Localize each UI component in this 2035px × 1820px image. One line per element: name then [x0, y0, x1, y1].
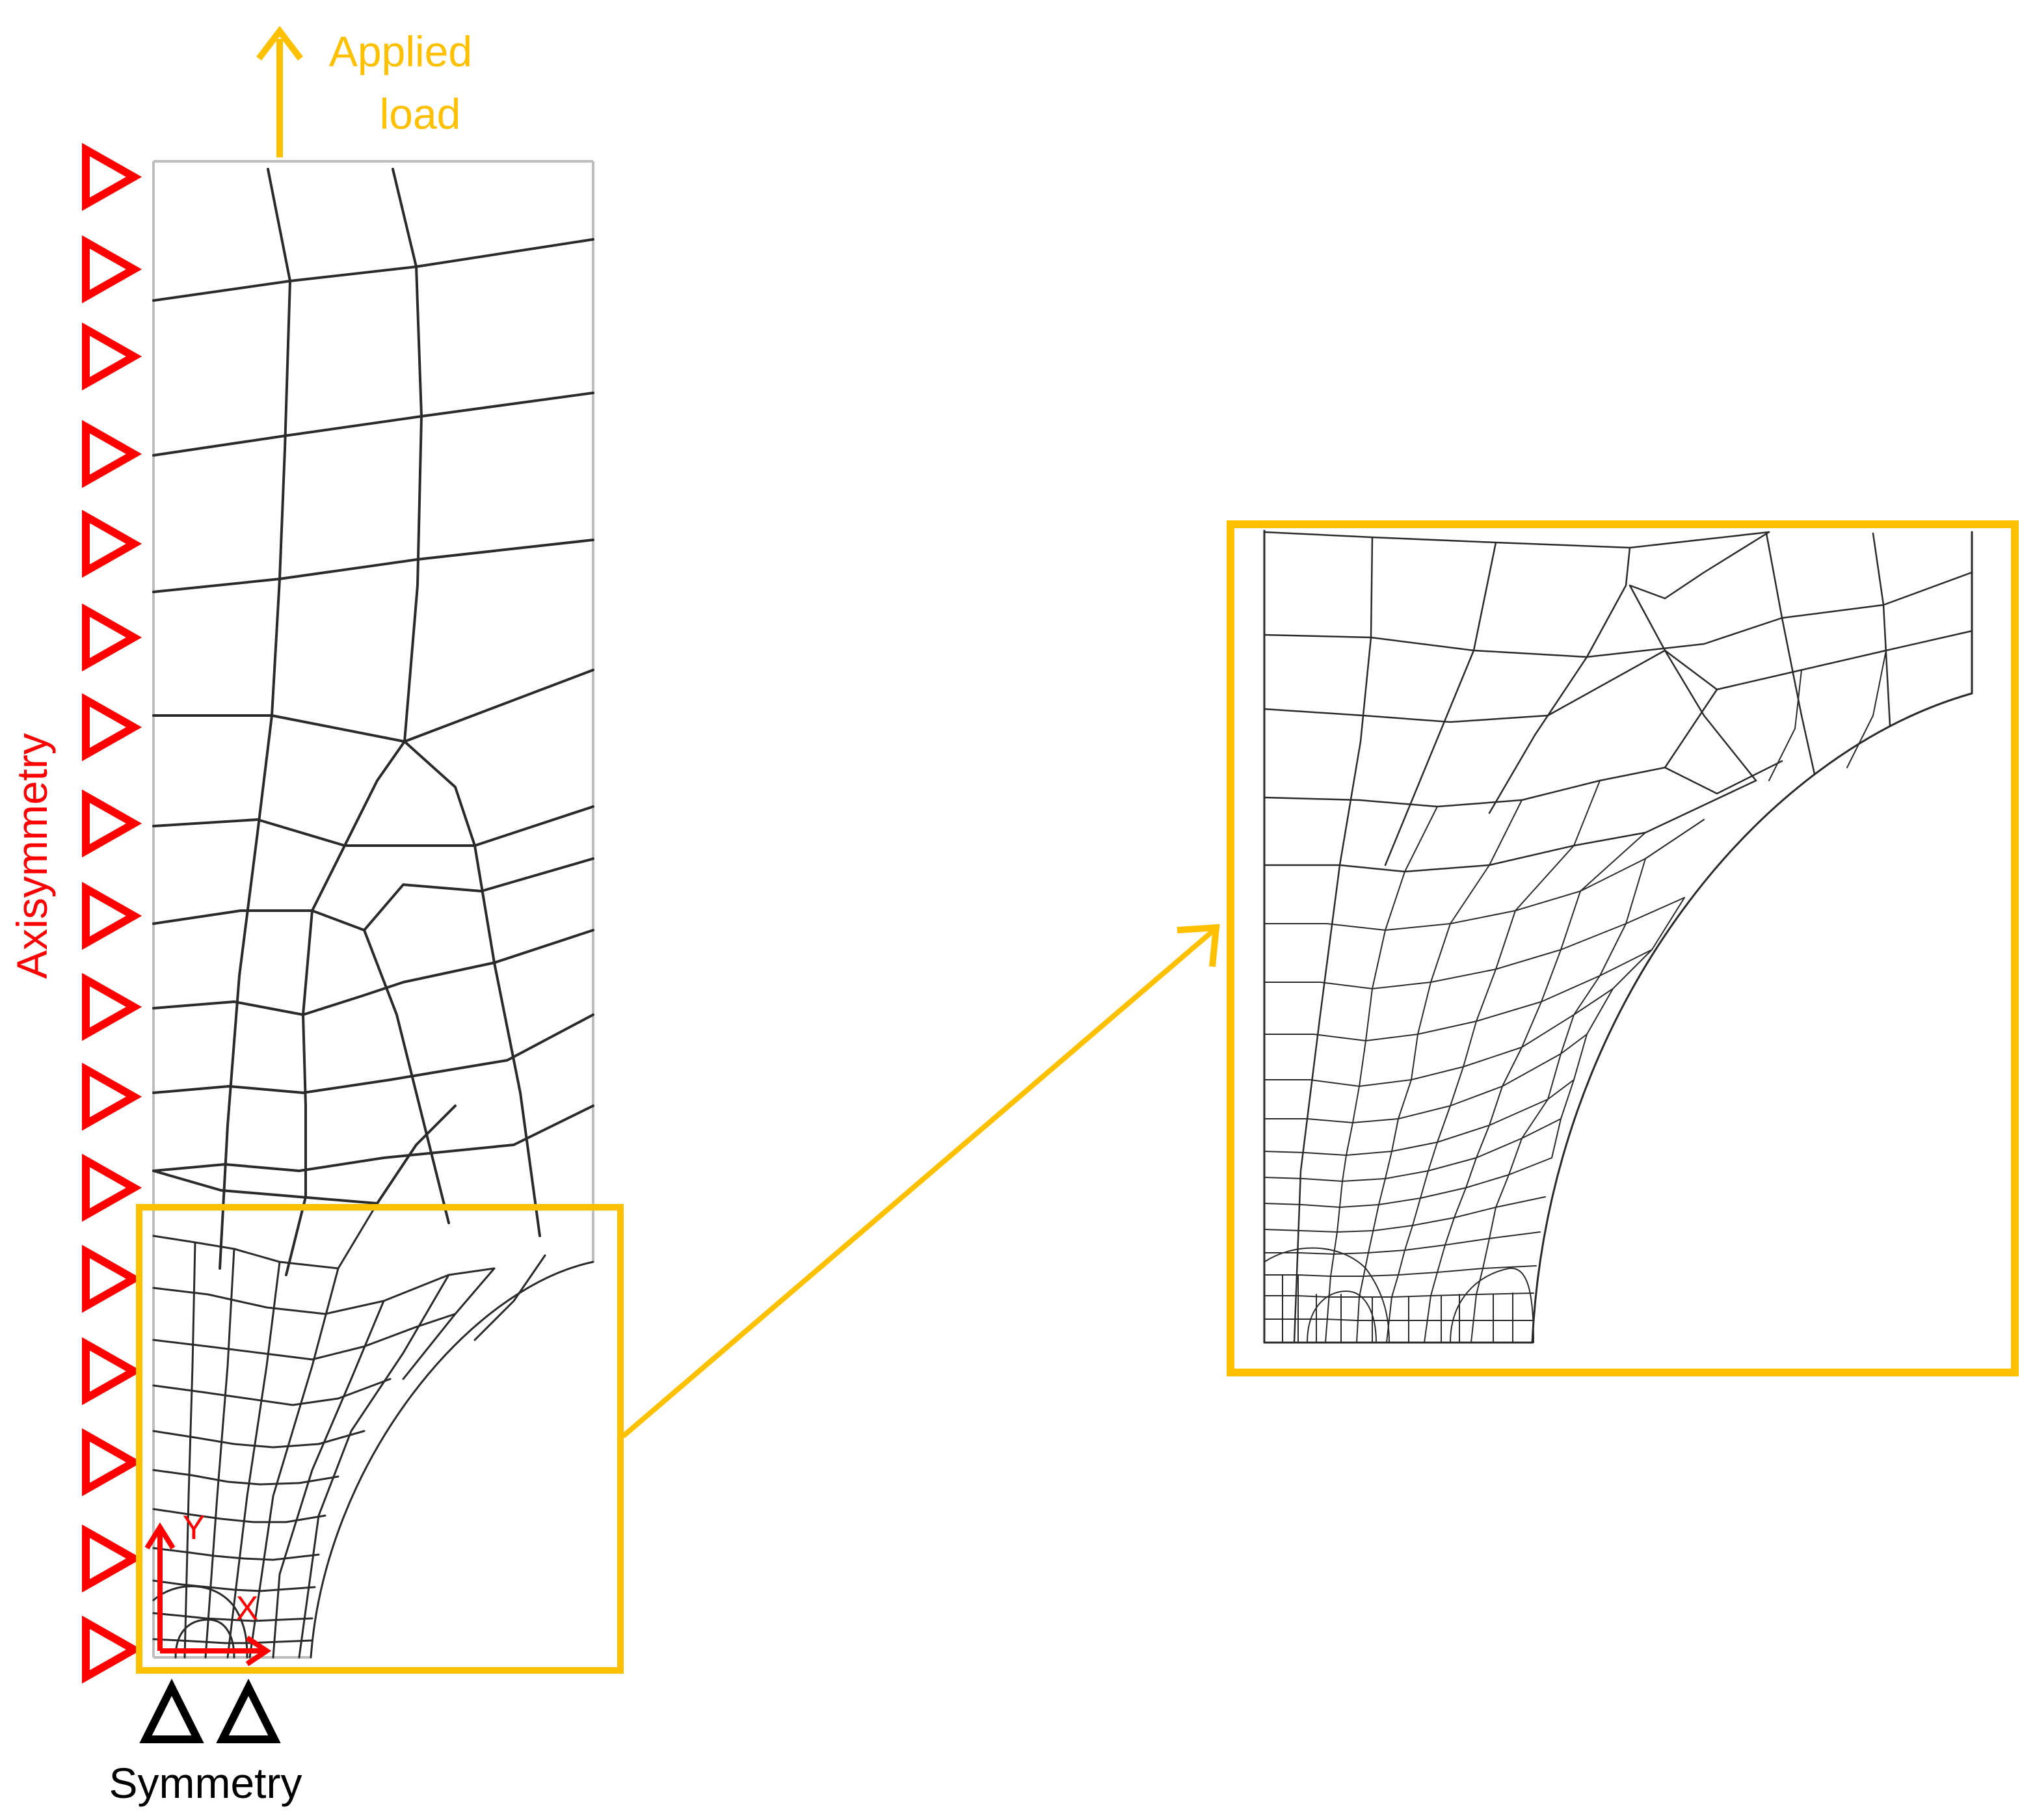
axisymmetry-constraints [82, 142, 142, 1684]
triangle-up-icon [216, 1678, 281, 1743]
triangle-right-icon [82, 235, 142, 304]
detail-outline [1263, 529, 1973, 1344]
triangle-right-icon [82, 972, 142, 1041]
axis-x-label: X [236, 1590, 259, 1627]
arrow-up-icon [256, 25, 303, 61]
triangle-right-icon [82, 1337, 142, 1406]
zoom-pointer-shaft [621, 929, 1214, 1439]
applied-load-label-line2: load [380, 90, 461, 138]
symmetry-label: Symmetry [109, 1759, 302, 1807]
arrow-right-up-icon [1177, 924, 1220, 967]
triangle-right-icon [82, 789, 142, 858]
triangle-right-icon [82, 1615, 142, 1684]
triangle-right-icon [82, 142, 142, 211]
detail-fine-mesh [1264, 650, 1887, 1343]
triangle-right-icon [82, 881, 142, 950]
coordinate-axes [144, 1522, 272, 1666]
specimen-outline [152, 160, 594, 1659]
arrow-up-icon [144, 1522, 176, 1550]
triangle-right-icon [82, 1153, 142, 1222]
zoom-detail-box [1227, 520, 2019, 1376]
zoom-pointer [621, 924, 1220, 1439]
symmetry-constraints [139, 1678, 281, 1743]
full-model [152, 160, 594, 1659]
triangle-right-icon [82, 1524, 142, 1593]
applied-load: Applied load [256, 25, 472, 157]
axisymmetry-label: Axisymmetry [8, 733, 56, 979]
triangle-up-icon [139, 1678, 204, 1743]
applied-load-label-line1: Applied [329, 27, 472, 75]
zoom-detail-mesh [1263, 529, 1973, 1344]
zoom-selection-box [136, 1204, 624, 1674]
triangle-right-icon [82, 693, 142, 762]
detail-top-mesh [1263, 531, 1973, 1344]
arrow-right-icon [245, 1635, 272, 1666]
fine-mesh-left [152, 1202, 594, 1659]
coarse-mesh [152, 168, 594, 1276]
triangle-right-icon [82, 1244, 142, 1313]
triangle-right-icon [82, 322, 142, 391]
triangle-right-icon [82, 1428, 142, 1497]
triangle-right-icon [82, 420, 142, 488]
triangle-right-icon [82, 509, 142, 578]
axis-y-label: Y [183, 1509, 206, 1547]
triangle-right-icon [82, 1062, 142, 1131]
triangle-right-icon [82, 603, 142, 672]
